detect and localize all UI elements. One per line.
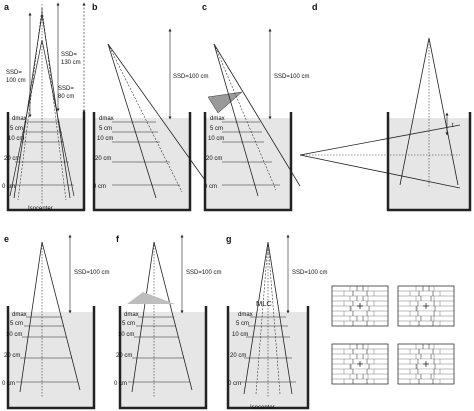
panel-f: f dmax 5 cm 10 cm 20 cm 0 cm SSD=100 cm (114, 234, 222, 410)
water-phantom-b (94, 118, 190, 210)
panel-a-dmax: dmax (12, 116, 27, 122)
wedge-f (127, 292, 175, 304)
panel-c-dmax: dmax (210, 116, 225, 122)
panel-g: g MLC dmax 5 cm 10 cm 20 cm 0 cm Isocent… (226, 234, 328, 411)
panel-b-depth-10: 10 cm (97, 136, 113, 142)
panel-a-ssd-130-line2: 130 cm (61, 60, 81, 66)
panel-g-depth-5: 5 cm (236, 321, 249, 327)
panel-b-depth-5: 5 cm (99, 126, 112, 132)
panel-e-dmax: dmax (12, 312, 27, 318)
panel-g-depth-20: 20 cm (230, 353, 246, 359)
panel-f-depth-5: 5 cm (122, 321, 135, 327)
mlc-pattern-3 (331, 343, 389, 385)
panel-d-t-label: t (452, 123, 454, 129)
panel-f-ssd: SSD=100 cm (186, 270, 222, 276)
panel-c: c dmax 5 cm 10 cm 20 cm 0 cm SSD=100 cm (202, 2, 310, 212)
water-phantom-c (205, 118, 291, 210)
panel-b-dmax: dmax (99, 116, 114, 122)
panel-g-isocenter: Isocenter (250, 405, 275, 411)
panel-a-depth-20: 20 cm (4, 156, 20, 162)
panel-b-depth-20: 20 cm (95, 156, 111, 162)
panel-e-depth-20: 20 cm (4, 353, 20, 359)
mlc-pattern-2 (397, 285, 455, 327)
panel-f-dmax: dmax (124, 312, 139, 318)
panel-a-label: a (4, 2, 10, 12)
panel-c-depth-20: 20 cm (206, 156, 222, 162)
panel-c-depth-5: 5 cm (210, 126, 223, 132)
panel-f-label: f (116, 234, 120, 244)
panel-e-depth-30: 0 cm (2, 381, 15, 387)
mlc-pattern-4 (397, 343, 455, 385)
panel-a-ssd-80-line1: SSD= (58, 86, 74, 92)
panel-c-depth-30: 0 cm (204, 184, 217, 190)
panel-e-depth-5: 5 cm (10, 321, 23, 327)
panel-b-depth-30: 0 cm (93, 184, 106, 190)
panel-a-ssd-100-line2: 100 cm (6, 78, 26, 84)
water-phantom-e (8, 312, 94, 408)
panel-a-ssd-100-line1: SSD= (6, 70, 22, 76)
panel-a-depth-10: 10 cm (8, 136, 24, 142)
wedge-c (207, 91, 243, 114)
panel-c-depth-10: 10 cm (208, 136, 224, 142)
panel-a: a dmax 5 cm 10 cm 20 cm 0 cm Isocenter S… (2, 2, 86, 212)
panel-e: e dmax 5 cm 10 cm 20 cm 0 cm SSD=100 cm (2, 234, 110, 410)
panel-c-ssd: SSD=100 cm (274, 74, 310, 80)
water-phantom-f (120, 312, 206, 408)
panel-f-depth-30: 0 cm (114, 381, 127, 387)
panel-e-label: e (4, 234, 9, 244)
mlc-pattern-1 (331, 285, 389, 327)
panel-f-depth-20: 20 cm (116, 353, 132, 359)
panel-e-depth-10: 10 cm (6, 332, 22, 338)
panel-b-label: b (92, 2, 98, 12)
mlc-patterns (331, 285, 455, 385)
panel-g-depth-30: 0 cm (228, 381, 241, 387)
panel-d: d t (299, 2, 472, 212)
panel-a-depth-5: 5 cm (10, 126, 23, 132)
panel-g-ssd: SSD=100 cm (292, 270, 328, 276)
panel-c-label: c (202, 2, 207, 12)
panel-g-label: g (226, 234, 232, 244)
panel-f-depth-10: 10 cm (118, 332, 134, 338)
panel-e-ssd: SSD=100 cm (74, 270, 110, 276)
panel-a-depth-30: 0 cm (2, 184, 15, 190)
panel-d-label: d (312, 2, 318, 12)
panel-b-ssd: SSD=100 cm (173, 74, 209, 80)
panel-a-isocenter: Isocenter (28, 206, 53, 212)
water-phantom-a (8, 118, 84, 210)
panel-a-ssd-130-line1: SSD= (61, 52, 77, 58)
panel-g-mlc: MLC (256, 299, 272, 308)
panel-a-ssd-80-line2: 80 cm (58, 94, 74, 100)
panel-b: b dmax 5 cm 10 cm 20 cm 0 cm SSD=100 cm (92, 2, 213, 212)
panel-g-dmax: dmax (238, 312, 253, 318)
panel-g-depth-10: 10 cm (232, 332, 248, 338)
